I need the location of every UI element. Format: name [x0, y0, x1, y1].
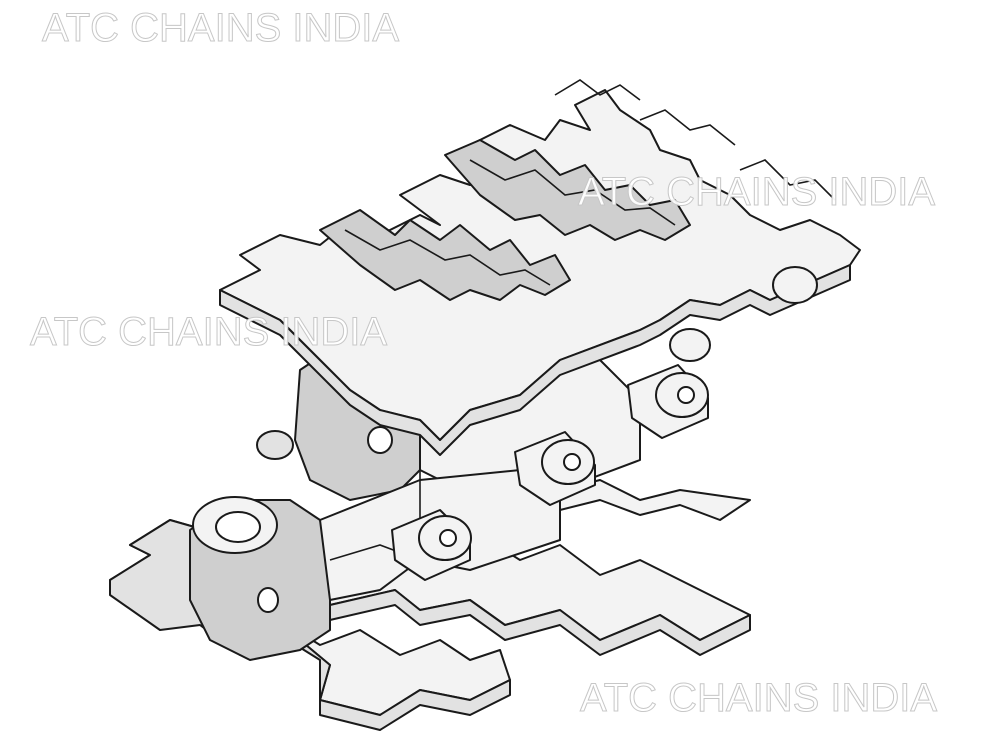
pin-boss-left — [192, 426, 393, 613]
top-slat-plate — [219, 79, 861, 456]
pin-roller-middle — [514, 431, 596, 506]
pin-roller-front — [391, 509, 472, 581]
pin-roller-back — [627, 364, 709, 439]
side-roller-right — [669, 266, 818, 362]
